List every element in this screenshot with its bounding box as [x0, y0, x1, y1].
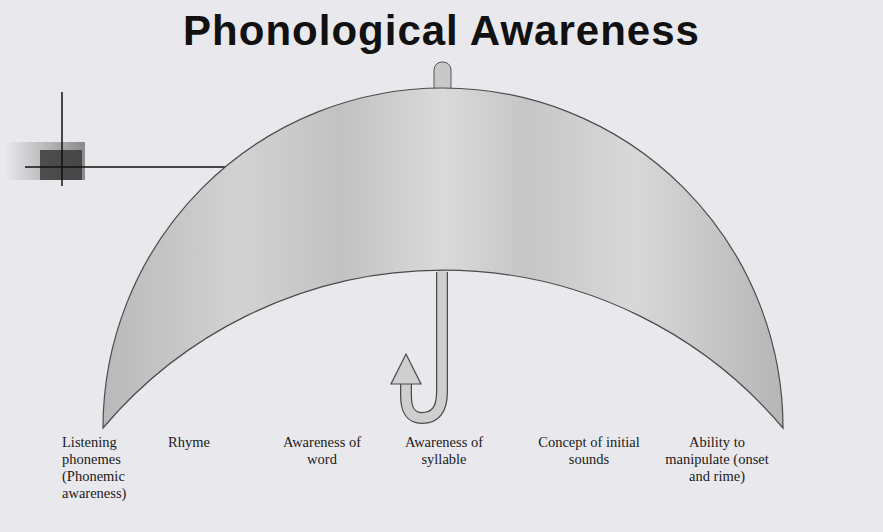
skill-label: Awareness of word [280, 434, 364, 468]
fade-block [5, 142, 85, 180]
diagram-title: Phonological Awareness [0, 6, 883, 56]
dark-block [40, 150, 82, 180]
umbrella-handle [406, 271, 442, 418]
cross-line [25, 166, 240, 168]
corner-icon [5, 92, 240, 186]
skill-label: Concept of initial sounds [537, 434, 641, 468]
skill-label: Rhyme [168, 434, 228, 451]
skill-label: Awareness of syllable [402, 434, 486, 468]
umbrella-handle-outline [406, 272, 442, 418]
skill-label: Ability to manipulate (onset and rime) [661, 434, 773, 485]
umbrella-canopy [103, 88, 783, 428]
handle-arrowhead [391, 354, 421, 384]
skill-label: Listening phonemes (Phonemic awareness) [62, 434, 162, 502]
cross-line [61, 92, 63, 186]
